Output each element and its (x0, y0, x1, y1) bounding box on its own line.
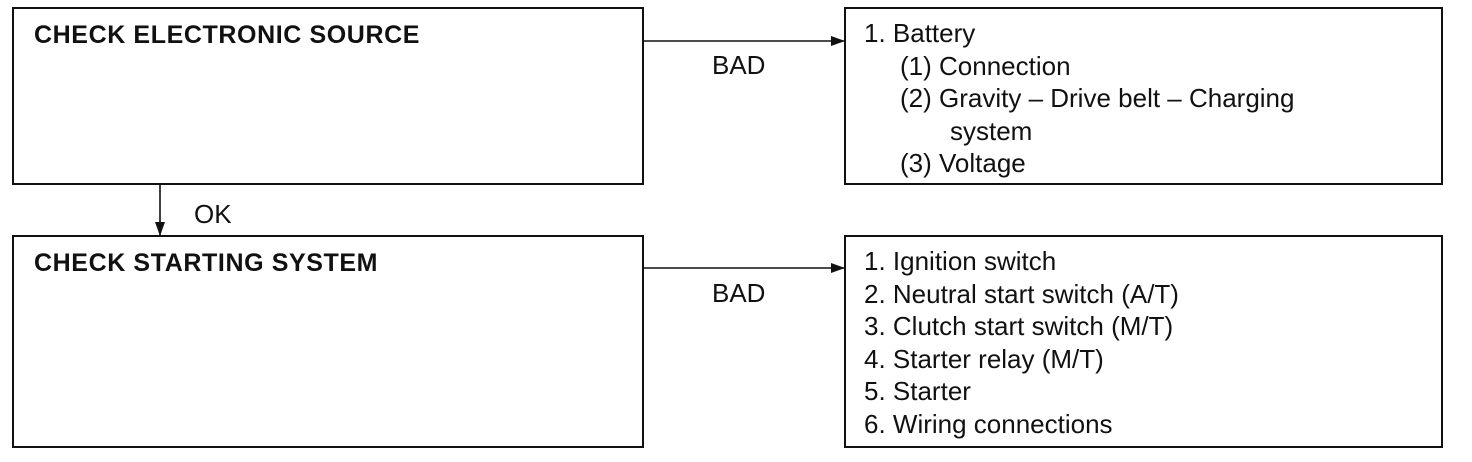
battery-remedy-list: 1. Battery (1) Connection (2) Gravity – … (864, 17, 1294, 180)
starting-system-remedy-box: 1. Ignition switch 2. Neutral start swit… (844, 235, 1443, 448)
remedy-item: 4. Starter relay (M/T) (864, 343, 1104, 374)
remedy-item: 2. Neutral start switch (A/T) (864, 278, 1179, 309)
remedy-item: 6. Wiring connections (864, 408, 1113, 439)
bad-label-1: BAD (712, 50, 766, 80)
check-electronic-source-box: CHECK ELECTRONIC SOURCE (12, 7, 644, 185)
remedy-subitem: (2) Gravity – Drive belt – Charging (900, 83, 1295, 113)
remedy-item: 3. Clutch start switch (M/T) (864, 311, 1174, 341)
remedy-item: 1. Battery (864, 18, 976, 48)
ok-label: OK (194, 199, 232, 229)
battery-remedy-box: 1. Battery (1) Connection (2) Gravity – … (844, 7, 1443, 185)
bad-label-2: BAD (712, 278, 766, 308)
remedy-subitem-continuation: system (950, 115, 1033, 146)
remedy-item: 1. Ignition switch (864, 246, 1057, 276)
remedy-item: 5. Starter (864, 376, 971, 406)
check-starting-system-box: CHECK STARTING SYSTEM (12, 235, 644, 448)
starting-system-remedy-list: 1. Ignition switch 2. Neutral start swit… (864, 245, 1179, 440)
check-starting-system-title: CHECK STARTING SYSTEM (34, 249, 379, 277)
remedy-subitem: (3) Voltage (900, 148, 1026, 178)
remedy-subitem: (1) Connection (900, 50, 1071, 81)
check-electronic-source-title: CHECK ELECTRONIC SOURCE (34, 21, 421, 49)
